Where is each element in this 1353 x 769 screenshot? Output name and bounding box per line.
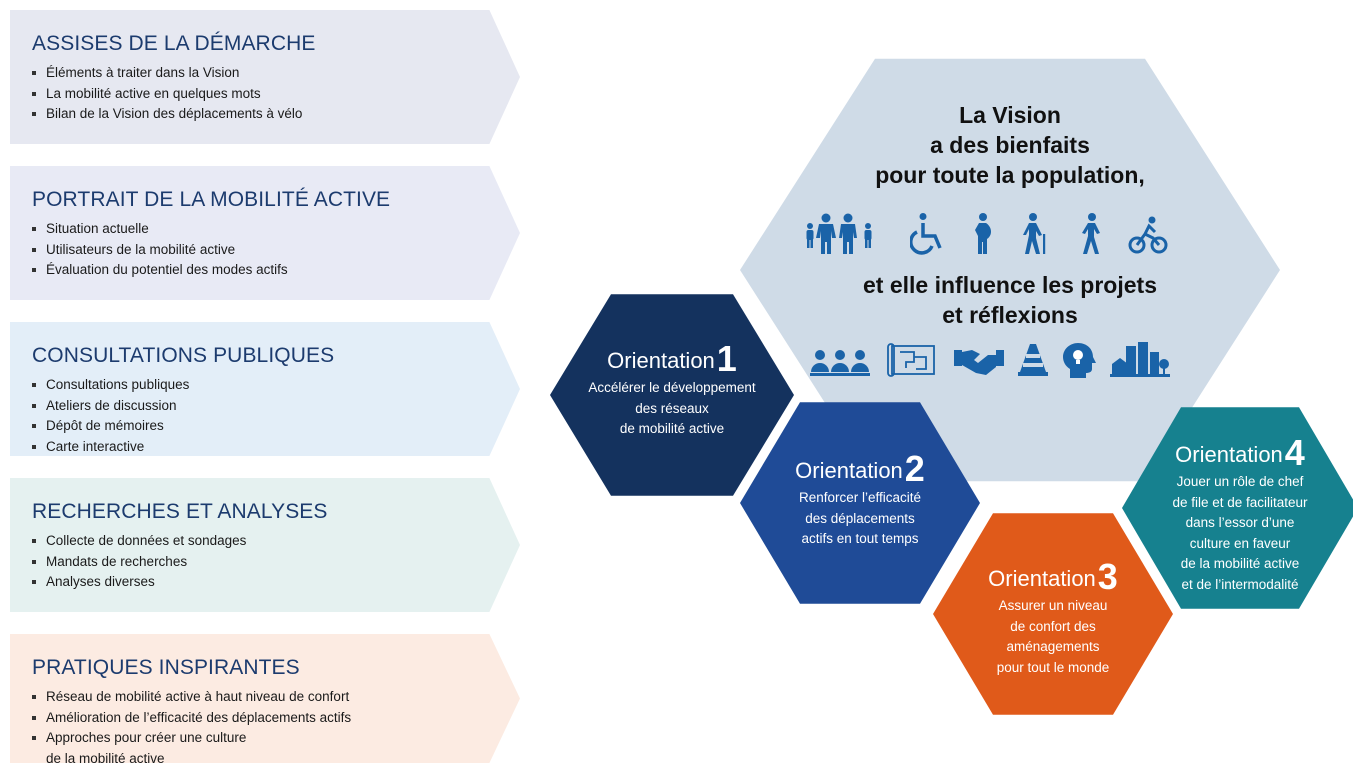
list-item: Amélioration de l’efficacité des déplace… [32, 708, 520, 729]
vision-influence: et elle influence les projets et réflexi… [790, 270, 1230, 330]
vision-title-line: La Vision [790, 100, 1230, 130]
blueprint-icon [886, 342, 938, 378]
list-item: Dépôt de mémoires [32, 416, 520, 437]
population-icons [802, 212, 1168, 256]
orientation-desc-line: Jouer un rôle de chef [1135, 472, 1345, 493]
list-item: de la mobilité active [32, 749, 520, 769]
idea-head-icon [1062, 342, 1096, 378]
list-item: Analyses diverses [32, 572, 520, 593]
list-item: Mandats de recherches [32, 552, 520, 573]
orientation-2: Orientation2 Renforcer l’efficacité des … [755, 452, 965, 550]
panel-title: PRATIQUES INSPIRANTES [32, 656, 520, 680]
orientation-1: Orientation1 Accélérer le développement … [565, 342, 779, 440]
orientation-desc-line: actifs en tout temps [755, 529, 965, 550]
family-icon [802, 212, 880, 256]
vision-influence-line: et réflexions [790, 300, 1230, 330]
panel-title: RECHERCHES ET ANALYSES [32, 500, 520, 524]
list-item: Carte interactive [32, 437, 520, 458]
panel-recherches: RECHERCHES ET ANALYSES Collecte de donné… [10, 478, 520, 612]
list-item: Ateliers de discussion [32, 396, 520, 417]
list-item: Situation actuelle [32, 219, 520, 240]
orientation-desc-line: Assurer un niveau [948, 596, 1158, 617]
orientation-label: Orientation [795, 458, 903, 483]
orientation-desc-line: culture en faveur [1135, 534, 1345, 555]
orientation-desc-line: Accélérer le développement [565, 378, 779, 399]
panel-title: PORTRAIT DE LA MOBILITÉ ACTIVE [32, 188, 520, 212]
orientation-desc-line: des réseaux [565, 399, 779, 420]
wheelchair-icon [910, 212, 946, 256]
pregnant-woman-icon [972, 212, 996, 256]
orientation-label: Orientation [607, 348, 715, 373]
panel-list: Éléments à traiter dans la Vision La mob… [32, 63, 520, 125]
traffic-cone-icon [1018, 342, 1048, 378]
list-item: Utilisateurs de la mobilité active [32, 240, 520, 261]
panel-pratiques: PRATIQUES INSPIRANTES Réseau de mobilité… [10, 634, 520, 763]
orientation-number: 2 [905, 448, 925, 489]
panel-title: ASSISES DE LA DÉMARCHE [32, 32, 520, 56]
panel-assises: ASSISES DE LA DÉMARCHE Éléments à traite… [10, 10, 520, 144]
orientation-desc-line: pour tout le monde [948, 658, 1158, 679]
list-item: Éléments à traiter dans la Vision [32, 63, 520, 84]
vision-influence-line: et elle influence les projets [790, 270, 1230, 300]
orientation-desc-line: aménagements [948, 637, 1158, 658]
panel-title: CONSULTATIONS PUBLIQUES [32, 344, 520, 368]
orientation-number: 4 [1285, 432, 1305, 473]
orientation-desc-line: de la mobilité active [1135, 554, 1345, 575]
orientation-number: 3 [1098, 556, 1118, 597]
list-item: Évaluation du potentiel des modes actifs [32, 260, 520, 281]
panel-list: Situation actuelle Utilisateurs de la mo… [32, 219, 520, 281]
orientation-desc-line: de mobilité active [565, 419, 779, 440]
orientation-label: Orientation [1175, 442, 1283, 467]
list-item: Consultations publiques [32, 375, 520, 396]
city-icon [1110, 342, 1170, 378]
panel-list: Réseau de mobilité active à haut niveau … [32, 687, 520, 769]
group-meeting-icon [810, 342, 870, 378]
panel-consultations: CONSULTATIONS PUBLIQUES Consultations pu… [10, 322, 520, 456]
list-item: Bilan de la Vision des déplacements à vé… [32, 104, 520, 125]
orientation-desc-line: de confort des [948, 617, 1158, 638]
panel-list: Collecte de données et sondages Mandats … [32, 531, 520, 593]
list-item: La mobilité active en quelques mots [32, 84, 520, 105]
vision-title: La Vision a des bienfaits pour toute la … [790, 100, 1230, 190]
orientation-desc-line: des déplacements [755, 509, 965, 530]
orientation-4: Orientation4 Jouer un rôle de chef de fi… [1135, 436, 1345, 595]
orientation-desc-line: et de l’intermodalité [1135, 575, 1345, 596]
orientation-number: 1 [717, 338, 737, 379]
list-item: Collecte de données et sondages [32, 531, 520, 552]
panel-portrait: PORTRAIT DE LA MOBILITÉ ACTIVE Situation… [10, 166, 520, 300]
project-icons [810, 342, 1170, 378]
orientation-label: Orientation [988, 566, 1096, 591]
handshake-icon [954, 342, 1004, 378]
vision-title-line: pour toute la population, [790, 160, 1230, 190]
list-item: Réseau de mobilité active à haut niveau … [32, 687, 520, 708]
orientation-3: Orientation3 Assurer un niveau de confor… [948, 560, 1158, 678]
orientation-desc-line: Renforcer l’efficacité [755, 488, 965, 509]
orientation-desc-line: de file et de facilitateur [1135, 493, 1345, 514]
vision-title-line: a des bienfaits [790, 130, 1230, 160]
panel-list: Consultations publiques Ateliers de disc… [32, 375, 520, 457]
elderly-cane-icon [1022, 212, 1052, 256]
list-item: Approches pour créer une culture [32, 728, 520, 749]
pedestrian-icon [1078, 212, 1106, 256]
orientation-desc-line: dans l’essor d’une [1135, 513, 1345, 534]
cyclist-icon [1128, 212, 1168, 256]
